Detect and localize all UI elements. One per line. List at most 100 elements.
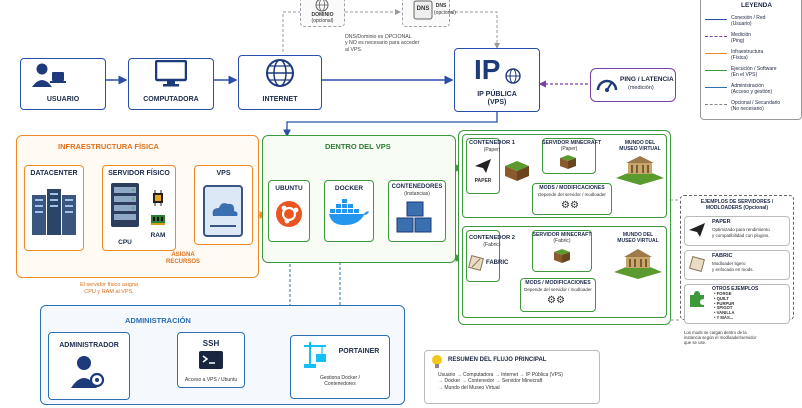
legend-item-label: Administración (Acceso y gestión) — [731, 83, 773, 95]
docker-whale-icon — [328, 198, 370, 233]
asigna-recursos: ASIGNA RECURSOS — [166, 252, 201, 265]
ping-node — [590, 68, 676, 102]
c1-server-sub: (Paper) — [560, 146, 578, 152]
legend-line — [705, 87, 727, 88]
examples-note: Los mods se cargan dentro de la instanci… — [684, 330, 757, 346]
example-fabric-title: FABRIC — [712, 253, 733, 259]
dominio-node — [300, 0, 345, 27]
contenedor2-node — [466, 230, 500, 282]
infra-note: El servidor físico asigna CPU y RAM al V… — [80, 282, 139, 295]
vps-label: VPS — [216, 170, 231, 177]
c2-mods-sub: Depende del servidor / modloader — [524, 287, 592, 292]
ip-globe-icon — [505, 68, 521, 89]
usuario-label: USUARIO — [46, 96, 80, 103]
c2-museum-world-icon — [612, 246, 664, 285]
internet-globe-icon — [265, 58, 295, 93]
examples-title: EJEMPLOS DE SERVIDORES / MODLOADERS (Opc… — [700, 199, 774, 211]
contenedores-sub: (Instancias) — [404, 191, 430, 197]
servidor-fisico-label: SERVIDOR FÍSICO — [108, 170, 170, 177]
c1-title: CONTENEDOR 1 — [468, 140, 516, 146]
contenedores-label: CONTENEDORES — [391, 184, 443, 190]
ssh-label: SSH — [202, 339, 220, 348]
c1-museum-world-icon — [614, 154, 666, 191]
summary-text: Usuario → Computadora → Internet → IP Pú… — [438, 372, 563, 391]
example-otros-list: • FORGE • QUILT • PURPUR • SPIGOT • VANI… — [714, 291, 735, 320]
ubuntu-label: UBUNTU — [275, 185, 303, 192]
docker-label: DOCKER — [334, 185, 364, 192]
dns-sub: (opcional) — [434, 10, 456, 16]
legend: LEYENDA Conexión / Red (Usuario)Medición… — [700, 0, 802, 120]
server-rack-icon — [110, 182, 140, 233]
c2-sub: (Fabric) — [483, 242, 501, 248]
c1-server-block-icon — [559, 154, 577, 175]
legend-line — [705, 70, 727, 71]
dns-note: DNS/Dominio es OPCIONAL y NO es necesari… — [345, 34, 420, 53]
terminal-icon — [198, 350, 224, 375]
fabric-icon — [468, 255, 484, 276]
c2-server-sub: (Fabric) — [553, 238, 571, 244]
c1-mods-sub: Depende del servidor / modloader — [538, 192, 606, 197]
paper-plane-icon — [474, 158, 492, 179]
c2-mods: MODS / MODIFICACIONES — [525, 280, 591, 286]
portainer-label: PORTAINER — [338, 348, 380, 355]
dominio-label: DOMINIO — [311, 12, 334, 18]
c1-gears-icon: ⚙⚙ — [561, 200, 579, 211]
globe-icon — [315, 0, 329, 17]
example-fabric-icon — [689, 256, 705, 277]
legend-line — [705, 36, 727, 37]
legend-line — [705, 104, 727, 105]
c2-server: SERVIDOR MINECRAFT — [532, 232, 592, 238]
c1-server: SERVIDOR MINECRAFT — [542, 140, 601, 146]
ip-icon-text: IP — [474, 54, 501, 85]
gauge-icon — [596, 74, 618, 99]
ping-sub: (medición) — [628, 85, 654, 91]
containers-cubes-icon — [395, 200, 439, 243]
portainer-sub: Gestiona Docker / Contenedores — [319, 375, 361, 387]
legend-line — [705, 53, 727, 54]
lightbulb-icon — [430, 354, 444, 375]
ram-chip-icon — [150, 213, 166, 232]
datacenter-label: DATACENTER — [30, 170, 78, 177]
monitor-icon — [154, 59, 188, 93]
c2-title: CONTENEDOR 2 — [468, 235, 516, 241]
cpu-label: CPU — [118, 239, 132, 246]
dns-label: DNS — [435, 3, 447, 9]
ip-publica-node — [454, 48, 540, 112]
summary-title: RESUMEN DEL FLUJO PRINCIPAL — [448, 357, 547, 363]
ssh-sub: Acceso a VPS / Ubuntu — [184, 377, 238, 383]
c1-brand: PAPER — [474, 178, 492, 184]
c1-mods-node — [532, 183, 612, 215]
ping-label: PING / LATENCIA — [620, 76, 674, 83]
user-icon — [30, 62, 66, 93]
puzzle-icon — [688, 290, 706, 313]
example-fabric — [684, 250, 790, 280]
legend-item-label: Opcional / Secundario (No necesario) — [731, 100, 781, 112]
legend-item-label: Medición (Ping) — [731, 32, 752, 44]
administrador-node — [48, 332, 130, 400]
c2-mods-node — [520, 278, 596, 312]
portainer-crane-icon — [302, 340, 328, 375]
dominio-sub: (opcional) — [311, 18, 334, 24]
legend-line — [705, 19, 727, 20]
infra-title: INFRAESTRUCTURA FÍSICA — [58, 142, 159, 151]
computadora-label: COMPUTADORA — [143, 96, 199, 103]
example-otros-title: OTROS EJEMPLOS — [712, 286, 759, 292]
minecraft-block-icon — [504, 160, 530, 187]
datacenter-icon — [30, 185, 78, 242]
contenedor1-node — [466, 138, 500, 194]
dns-icon-text: DNS — [416, 6, 430, 12]
example-paper-icon — [688, 222, 706, 243]
example-paper-desc: Optimizado para rendimiento y compatibil… — [712, 227, 770, 238]
c2-world: MUNDO DEL MUSEO VIRTUAL — [617, 232, 659, 244]
legend-title: LEYENDA — [741, 2, 773, 9]
c1-mods: MODS / MODIFICACIONES — [539, 185, 605, 191]
vps-cloud-icon — [200, 184, 246, 243]
example-otros — [684, 284, 790, 324]
example-paper-title: PAPER — [712, 219, 731, 225]
administrador-label: ADMINISTRADOR — [59, 342, 119, 349]
c2-server-block-icon — [553, 248, 571, 269]
usuario-node — [20, 58, 106, 110]
example-fabric-desc: Modloader ligero y enfocado en mods. — [712, 261, 754, 272]
c1-world: MUNDO DEL MUSEO VIRTUAL — [619, 140, 661, 152]
admin-user-gear-icon — [70, 355, 106, 394]
